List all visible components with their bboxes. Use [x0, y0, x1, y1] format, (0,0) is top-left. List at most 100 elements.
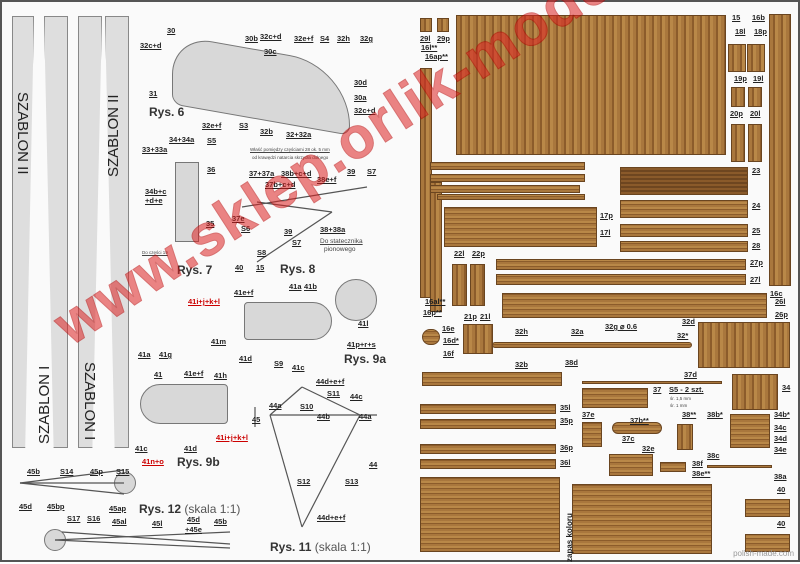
engine-drawing-9b	[140, 384, 228, 424]
part-label: 30c	[264, 47, 277, 56]
part-label: 35	[206, 219, 215, 228]
part-label: 41a	[289, 282, 302, 291]
part-label: 32e+f	[202, 121, 222, 130]
part-label: 19l	[753, 74, 764, 83]
note-text: Do statecznika	[320, 238, 363, 245]
part-label: 36l	[560, 458, 571, 467]
part-label: 17l	[600, 228, 611, 237]
part-label: 35l	[560, 403, 571, 412]
figure-caption: Rys. 8	[280, 262, 316, 276]
part-label: S8	[257, 248, 267, 257]
part-label: 22l	[454, 249, 465, 258]
part-label: 44a	[359, 412, 372, 421]
part-label: 30a	[354, 93, 367, 102]
note-text: Do części 19	[142, 250, 168, 255]
part-label: 38e+f	[317, 175, 337, 184]
part-35	[420, 404, 556, 414]
part-label: 17p	[600, 211, 613, 220]
part-37b	[612, 422, 662, 434]
part-label: +d+e	[145, 196, 163, 205]
part-label: S7	[292, 238, 302, 247]
part-16-bend	[430, 185, 580, 193]
scale-note: (skala 1:1)	[184, 502, 241, 516]
part-label: 16l**	[421, 43, 438, 52]
part-38f	[660, 462, 686, 472]
part-label: 37e	[232, 214, 245, 223]
part-label: 36p	[560, 443, 573, 452]
part-label: 41d	[239, 354, 252, 363]
part-label: 16al**	[425, 297, 446, 306]
part-18	[747, 44, 765, 72]
part-label: 15	[732, 13, 741, 22]
part-label: 38f	[692, 459, 703, 468]
part-label: S4	[320, 34, 330, 43]
part-label: 40	[235, 263, 244, 272]
part-38	[677, 424, 693, 450]
part-16-bend	[437, 194, 585, 200]
part-label: 36	[207, 165, 216, 174]
part-label: 41m	[211, 337, 227, 346]
part-label: 32e	[642, 444, 655, 453]
part-label: S14	[60, 467, 74, 476]
part-label: 41g	[159, 350, 172, 359]
part-16-long	[430, 182, 442, 312]
part-32d	[698, 322, 790, 368]
part-label: 41c	[135, 444, 148, 453]
part-label: 37	[653, 385, 662, 394]
part-label: S3	[239, 121, 249, 130]
part-label: 44	[369, 460, 378, 469]
figure-caption: Rys. 9a	[344, 352, 387, 366]
part-label: 34+34a	[169, 135, 195, 144]
part-20	[748, 124, 762, 162]
figure-caption: Rys. 11 (skala 1:1)	[270, 540, 371, 554]
part-26	[502, 293, 767, 318]
part-label: 45p	[90, 467, 103, 476]
part-label: 20p	[730, 109, 743, 118]
part-label: 41n+o	[142, 457, 164, 466]
part-16-rails	[769, 14, 791, 286]
part-label: 32e+f	[294, 34, 314, 43]
part-24	[620, 200, 748, 218]
part-label: 32h	[515, 327, 528, 336]
part-label: S15	[116, 467, 130, 476]
part-label: 32b	[260, 127, 273, 136]
scale-note: (skala 1:1)	[314, 540, 371, 554]
part-16-bend	[430, 162, 585, 170]
part-label: 38d	[565, 358, 578, 367]
part-label: 45	[252, 415, 261, 424]
part-label: 16p**	[423, 308, 442, 317]
part-label: 45bp	[47, 502, 65, 511]
part-label: 41d	[184, 444, 197, 453]
part-27	[496, 274, 746, 285]
note-text: Właść pomiędzy częściami 28 ok. 5 mm	[250, 147, 330, 152]
part-label: 25	[752, 226, 761, 235]
part-label: S10	[300, 402, 314, 411]
part-label: 38b*	[707, 410, 723, 419]
part-label: 16ap**	[425, 52, 448, 61]
color-reserve	[572, 484, 712, 554]
part-label: 26p	[775, 310, 788, 319]
part-20	[731, 124, 745, 162]
part-37	[582, 388, 648, 408]
part-label: 30d	[354, 78, 367, 87]
part-label: 34	[782, 383, 791, 392]
part-label: 40	[777, 519, 786, 528]
part-label: 32a	[571, 327, 584, 336]
part-label: 44a	[269, 401, 282, 410]
part-36	[420, 444, 556, 454]
part-label: 40	[777, 485, 786, 494]
propeller-disc	[335, 279, 377, 321]
color-reserve-label: zapas koloru	[565, 513, 574, 562]
part-label: 32g	[360, 34, 373, 43]
part-label: 41l	[358, 319, 369, 328]
fin-drawing	[175, 162, 199, 242]
part-label: 20l	[750, 109, 761, 118]
part-label: 18l	[735, 27, 746, 36]
part-label: 37d	[684, 370, 697, 379]
part-label: 34b*	[774, 410, 790, 419]
part-label: 27l	[750, 275, 761, 284]
part-label: 33+33a	[142, 145, 168, 154]
part-label: 21p	[464, 312, 477, 321]
part-label: 41	[154, 370, 163, 379]
